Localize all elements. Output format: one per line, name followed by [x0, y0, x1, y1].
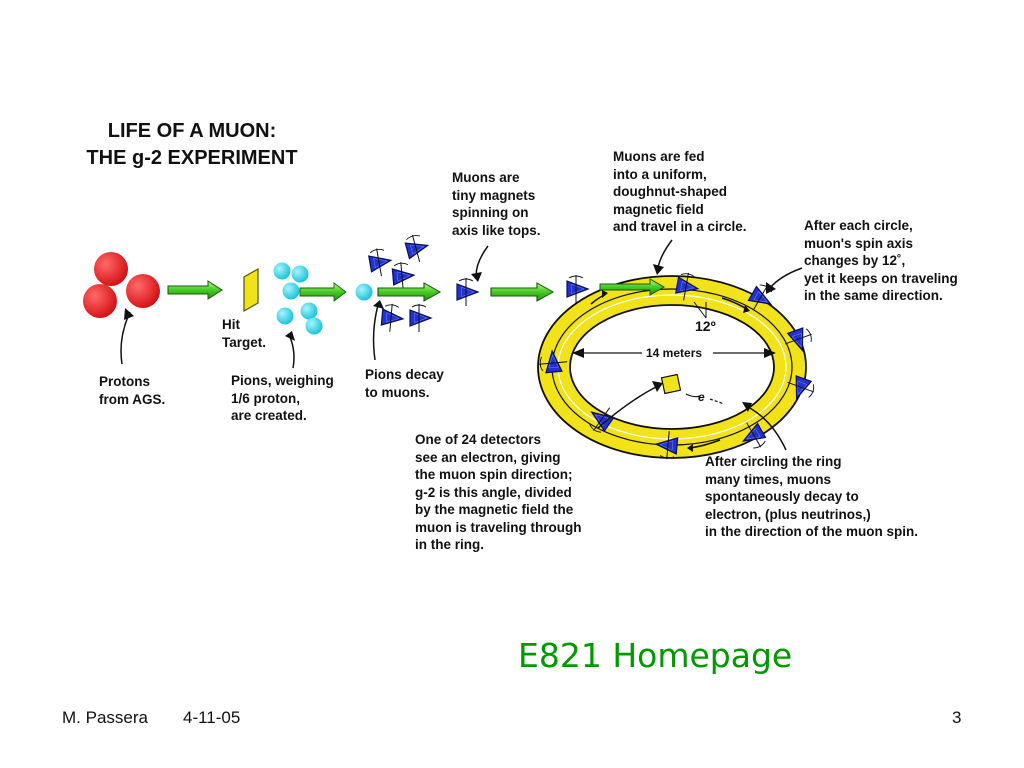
label-pions-created: Pions, weighing 1/6 proton, are created. [231, 373, 334, 423]
electron-label: e [698, 390, 705, 404]
leader-line [373, 300, 384, 309]
label-detector: One of 24 detectors see an electron, giv… [415, 432, 582, 552]
leader-line [120, 311, 131, 365]
leader-line [766, 282, 776, 294]
label-pions-decay: Pions decay to muons. [365, 367, 444, 400]
footer-author: M. Passera [62, 708, 148, 727]
target-plate [243, 267, 259, 313]
leader-line [471, 272, 482, 282]
leader-line [372, 304, 379, 361]
label-hit-target: Hit Target. [222, 317, 267, 350]
leader-line [597, 385, 659, 429]
label-spin-axis: After each circle, muon's spin axis chan… [804, 218, 958, 303]
detector-box [660, 373, 682, 395]
angle-label: 12º [695, 318, 716, 334]
pion-ball [291, 265, 309, 283]
proton-ball [94, 252, 128, 286]
flow-arrow [299, 282, 347, 302]
footer-date: 4-11-05 [183, 708, 241, 727]
pion-ball [282, 282, 300, 300]
e821-homepage-link[interactable]: E821 Homepage [518, 636, 793, 675]
pion-ball [300, 302, 318, 320]
flow-arrow [377, 282, 441, 302]
proton-ball [83, 284, 117, 318]
label-muons-magnets: Muons are tiny magnets spinning on axis … [452, 170, 541, 238]
electron-path [709, 398, 725, 405]
diameter-arrowhead [572, 348, 584, 358]
flow-arrow [490, 282, 554, 302]
label-muons-fed: Muons are fed into a uniform, doughnut-s… [613, 149, 747, 234]
diameter-arrowhead [764, 348, 776, 358]
electron-path [685, 393, 701, 398]
circulation-arrow [602, 290, 608, 298]
leader-line [475, 245, 489, 277]
circulation-arrow [687, 444, 693, 452]
muon-top [456, 277, 479, 307]
angle-marker [693, 301, 707, 319]
leader-line [124, 308, 134, 320]
label-protons: Protons from AGS. [99, 374, 166, 407]
label-decay: After circling the ring many times, muon… [705, 454, 918, 539]
leader-line [653, 264, 664, 275]
footer-page-number: 3 [952, 708, 962, 727]
leader-line [747, 406, 787, 451]
leader-line [657, 239, 673, 269]
muon-top [409, 303, 432, 333]
pion-ball [276, 307, 294, 325]
diameter-label: 14 meters [646, 346, 702, 360]
muon-top [403, 231, 432, 265]
leader-line [769, 267, 803, 289]
flow-arrow [167, 280, 223, 300]
pion-ball [273, 262, 291, 280]
leader-line [652, 381, 663, 392]
diagram-title: LIFE OF A MUON: THE g-2 EXPERIMENT [86, 120, 298, 169]
muon-top [380, 302, 405, 334]
pion-ball [305, 317, 323, 335]
pion-ball [355, 283, 373, 301]
storage-ring-inner [569, 304, 775, 430]
circulation-arrow [743, 305, 750, 313]
leader-line [285, 331, 295, 341]
muon-top [367, 245, 394, 279]
flow-arrow [599, 278, 666, 296]
muon-top [391, 260, 416, 292]
leader-line [289, 336, 295, 369]
leader-line [742, 402, 752, 412]
proton-ball [126, 274, 160, 308]
